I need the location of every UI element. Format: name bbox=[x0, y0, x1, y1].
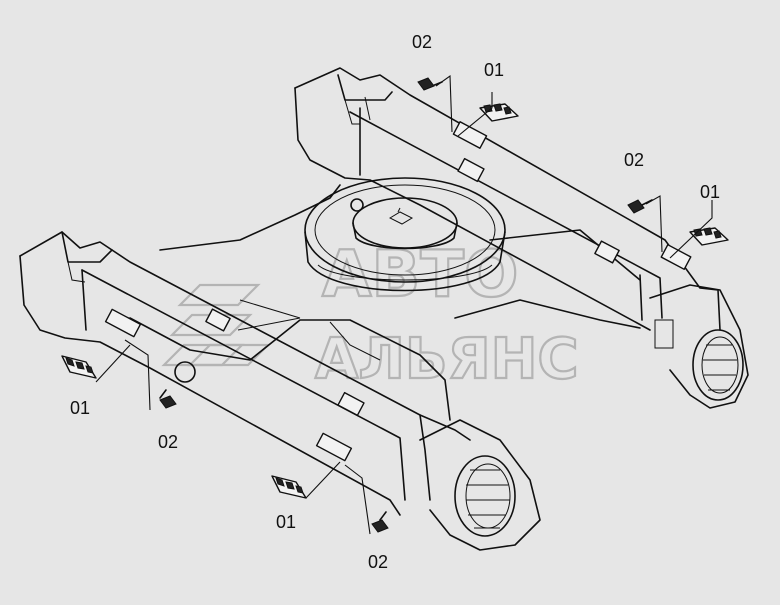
label-top-bolt: 02 bbox=[412, 32, 432, 52]
pad-right bbox=[594, 240, 620, 264]
center-section bbox=[129, 177, 641, 421]
leader-top-shoe bbox=[457, 92, 493, 137]
label-left-shoe: 01 bbox=[70, 398, 90, 418]
guide-shoe-right bbox=[689, 227, 729, 246]
front-idler-end bbox=[419, 419, 541, 551]
pad-left bbox=[205, 308, 231, 332]
guide-shoe-bottom bbox=[271, 475, 307, 499]
callout-labels: 02 01 02 01 01 02 01 02 bbox=[70, 32, 720, 572]
leader-left-bolt bbox=[124, 339, 151, 411]
leader-bottom-bolt bbox=[344, 464, 371, 535]
leader-left-shoe bbox=[95, 344, 131, 383]
slewing-ring bbox=[304, 177, 506, 292]
label-top-shoe: 01 bbox=[484, 60, 504, 80]
watermark-line1: АВТО bbox=[322, 238, 518, 312]
leader-bottom-shoe bbox=[305, 461, 341, 499]
guide-shoe-left bbox=[61, 355, 97, 379]
label-right-shoe: 01 bbox=[700, 182, 720, 202]
leader-top-bolt bbox=[435, 74, 453, 133]
pad-bottom bbox=[337, 391, 365, 417]
pad-top bbox=[457, 157, 485, 183]
track-frame bbox=[19, 67, 749, 551]
label-right-bolt: 02 bbox=[624, 150, 644, 170]
watermark-line2: АЛЬЯНС bbox=[315, 327, 579, 392]
part-group-left bbox=[61, 339, 177, 411]
mounting-brackets bbox=[104, 121, 692, 462]
front-side-member bbox=[19, 231, 471, 516]
label-bottom-shoe: 01 bbox=[276, 512, 296, 532]
rear-idler-end bbox=[649, 284, 749, 409]
leader-right-shoe bbox=[669, 200, 713, 259]
leader-right-bolt bbox=[645, 195, 663, 253]
part-group-right bbox=[627, 195, 729, 259]
part-group-top bbox=[417, 74, 519, 137]
bracket-top bbox=[452, 121, 488, 149]
bracket-bottom bbox=[315, 432, 353, 462]
label-bottom-bolt: 02 bbox=[368, 552, 388, 572]
bolt-right bbox=[627, 199, 653, 214]
watermark: АВТО АЛЬЯНС bbox=[161, 237, 580, 393]
label-left-bolt: 02 bbox=[158, 432, 178, 452]
bolt-bottom bbox=[371, 511, 389, 533]
bracket-left bbox=[104, 308, 142, 338]
part-group-bottom bbox=[271, 461, 389, 535]
bracket-right bbox=[660, 244, 692, 270]
guide-shoe-top bbox=[479, 103, 519, 122]
bolt-left bbox=[159, 389, 177, 409]
